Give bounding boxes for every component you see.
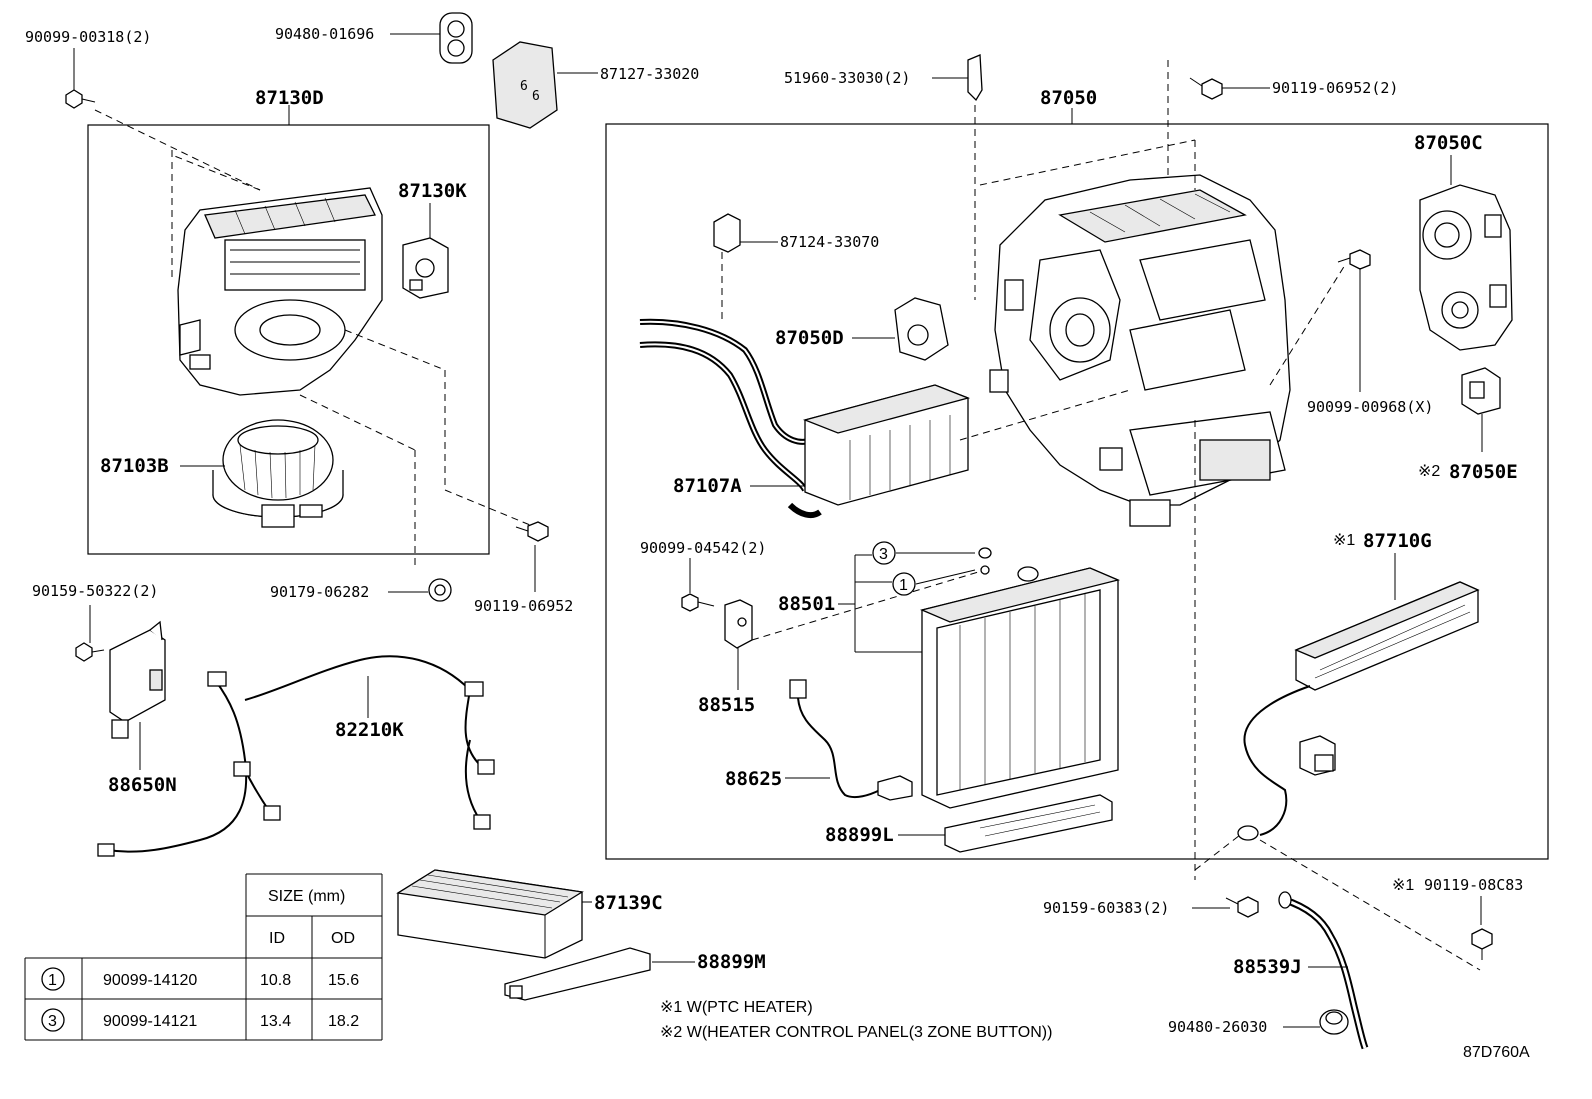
heater-unit-frame [605, 123, 1549, 860]
mark-90119-08C83: ※1 [1392, 877, 1414, 894]
label-87050: 87050 [1040, 87, 1097, 109]
heater-core-87107A [639, 318, 971, 519]
label-88650N: 88650N [108, 774, 177, 796]
label-90480-01696: 90480-01696 [275, 25, 374, 43]
label-90119-06952-pair: 90119-06952(2) [1272, 79, 1398, 97]
bolt-90159-60383 [1225, 896, 1259, 918]
label-90159-50322: 90159-50322(2) [32, 582, 158, 600]
label-87710G: 87710G [1363, 530, 1432, 552]
label-87124-33070: 87124-33070 [780, 233, 879, 251]
note-2: ※2 W(HEATER CONTROL PANEL(3 ZONE BUTTON)… [660, 1024, 1052, 1041]
o-ring-1 [980, 565, 990, 575]
size-table-row1-od: 15.6 [328, 972, 359, 989]
size-table-row2-part: 90099-14121 [103, 1013, 197, 1030]
actuator-87050D [894, 297, 949, 361]
size-table-col-od: OD [331, 930, 355, 947]
note-1: ※1 W(PTC HEATER) [660, 999, 813, 1016]
label-87050E: 87050E [1449, 461, 1518, 483]
size-table-row1-ref: 1 [48, 972, 57, 989]
label-88539J: 88539J [1233, 956, 1302, 978]
cover-88899M [504, 947, 651, 1001]
size-table-row2-od: 18.2 [328, 1013, 359, 1030]
thermistor-88625 [789, 679, 913, 801]
size-table: SIZE (mm) ID OD 1 90099-14120 10.8 15.6 … [24, 873, 383, 1041]
label-87139C: 87139C [594, 892, 663, 914]
evaporator-88501 [919, 566, 1121, 809]
svg-text:6: 6 [520, 79, 528, 94]
heater-case-87050 [989, 174, 1291, 527]
blower-case [177, 187, 383, 396]
grommet-90179-06282 [428, 578, 452, 602]
size-table-title: SIZE (mm) [268, 888, 345, 905]
wire-harness-82210K [97, 655, 495, 857]
screw-90159-50322 [75, 642, 105, 662]
expansion-valve-88515 [724, 599, 753, 649]
label-87107A: 87107A [673, 475, 742, 497]
grommet-90480-26030 [1319, 1009, 1349, 1035]
label-88515: 88515 [698, 694, 755, 716]
size-table-row1-part: 90099-14120 [103, 972, 197, 989]
label-90099-00968: 90099-00968(X) [1307, 398, 1433, 416]
label-87050C: 87050C [1414, 132, 1483, 154]
label-90119-08C83: 90119-08C83 [1424, 876, 1523, 894]
bolt-90119-06952-pair [1189, 77, 1223, 100]
ptc-heater-87710G [1237, 581, 1480, 841]
drain-hose-88539J [1278, 891, 1369, 1050]
cover-88899L [944, 794, 1113, 853]
size-table-row2-id: 13.4 [260, 1013, 291, 1030]
mark-87710G: ※1 [1333, 532, 1355, 549]
label-88501: 88501 [778, 593, 835, 615]
mark-87050E: ※2 [1418, 463, 1440, 480]
label-87127-33020: 87127-33020 [600, 65, 699, 83]
label-87130D: 87130D [255, 87, 324, 109]
label-88899L: 88899L [825, 824, 894, 846]
label-51960-33030: 51960-33030(2) [784, 69, 910, 87]
label-90099-04542: 90099-04542(2) [640, 539, 766, 557]
screw-90099-04542 [681, 593, 715, 612]
size-table-row1-id: 10.8 [260, 972, 291, 989]
blower-motor-87103B [212, 419, 344, 528]
svg-text:1: 1 [899, 577, 908, 594]
label-87103B: 87103B [100, 455, 169, 477]
label-90480-26030: 90480-26030 [1168, 1018, 1267, 1036]
label-90159-60383: 90159-60383(2) [1043, 899, 1169, 917]
label-88625: 88625 [725, 768, 782, 790]
sensor-87050E [1461, 367, 1501, 415]
label-87050D: 87050D [775, 327, 844, 349]
label-88899M: 88899M [697, 951, 766, 973]
size-table-col-id: ID [269, 930, 285, 947]
clip-87124-33070 [713, 213, 741, 253]
seal-90480-01696 [439, 12, 473, 64]
size-table-row2-ref: 3 [48, 1013, 57, 1030]
diagram-code: 87D760A [1463, 1044, 1530, 1061]
filter-87139C [396, 869, 584, 959]
label-90099-00318: 90099-00318(2) [25, 28, 151, 46]
svg-text:6: 6 [532, 89, 540, 104]
label-87130K: 87130K [398, 180, 467, 202]
bolt-90119-08C83 [1471, 928, 1493, 960]
label-90119-06952: 90119-06952 [474, 597, 573, 615]
svg-text:3: 3 [879, 546, 888, 563]
module-88650N [109, 620, 166, 739]
o-ring-3 [978, 547, 992, 559]
actuator-87050C [1419, 184, 1513, 351]
pad-87127-33020: 6 6 [492, 41, 558, 129]
label-82210K: 82210K [335, 719, 404, 741]
screw-90099-00318 [65, 48, 96, 109]
callout-3: 3 [872, 541, 896, 565]
callout-1: 1 [892, 572, 916, 596]
actuator-87130K [402, 237, 449, 299]
bolt-90099-00968 [1337, 249, 1371, 270]
clip-51960-33030 [967, 54, 983, 102]
label-90179-06282: 90179-06282 [270, 583, 369, 601]
bolt-90119-06952 [515, 521, 549, 542]
